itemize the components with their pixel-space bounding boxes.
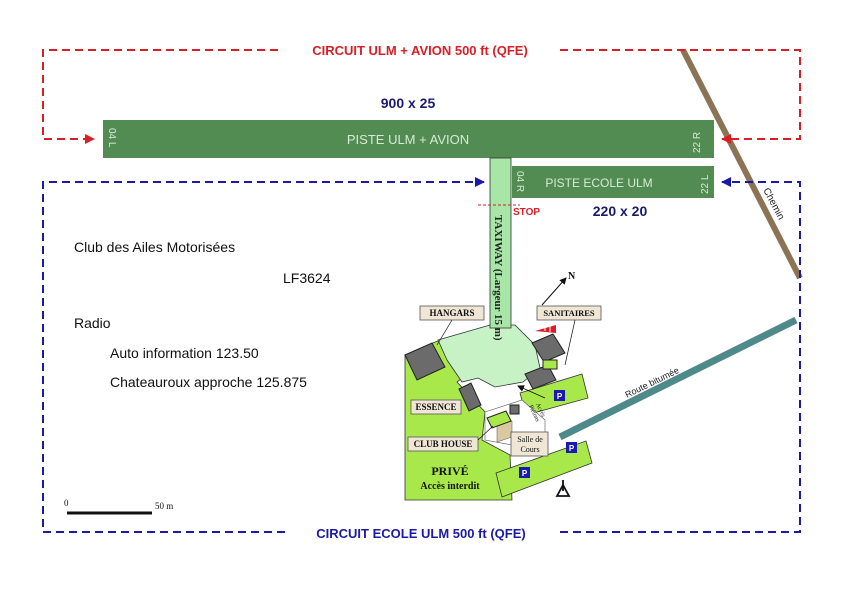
hangars-leader <box>436 319 453 346</box>
beacon-icon <box>555 480 571 497</box>
club-house-label-box <box>407 436 479 452</box>
small-building-right <box>524 364 557 390</box>
scale-end-label: 50 m <box>155 501 173 511</box>
taxiway-label: TAXIWAY (Largeur 15 m) <box>492 215 504 341</box>
prive-label: PRIVÉ <box>431 464 468 478</box>
school-runway-end-right: 22 L <box>700 174 711 194</box>
club-house-label: CLUB HOUSE <box>414 439 473 449</box>
salle-label-line1: Salle de <box>517 435 543 444</box>
sanitaires-label: SANITAIRES <box>543 308 595 318</box>
school-runway-dimensions: 220 x 20 <box>593 203 648 219</box>
essence-label: ESSENCE <box>415 402 456 412</box>
salle-label-line2: Cours <box>520 445 539 454</box>
airfield-code: LF3624 <box>283 270 331 286</box>
approach-frequency: Chateauroux approche 125.875 <box>110 374 307 390</box>
lower-circuit-line-right <box>560 177 801 533</box>
svg-text:P: P <box>557 392 563 401</box>
parking-icon: P <box>519 467 530 478</box>
upper-circuit-line <box>42 49 278 144</box>
radio-title: Radio <box>74 315 111 331</box>
green-strip-lower <box>495 440 593 498</box>
stop-label: STOP <box>513 207 540 218</box>
acces-pietons-line1: Accès <box>534 402 546 418</box>
school-runway <box>512 166 714 198</box>
taxiway <box>489 157 512 329</box>
club-name: Club des Ailes Motorisées <box>74 239 236 255</box>
pedestrian-arrow-icon <box>517 385 546 399</box>
parking-icon: P <box>566 442 577 453</box>
auto-information-frequency: Auto information 123.50 <box>110 345 259 361</box>
upper-circuit-line-right <box>560 49 801 144</box>
sanitaires-annex <box>542 359 558 370</box>
sanitaires-building <box>531 333 566 363</box>
windsock-icon <box>535 324 556 333</box>
upper-circuit-label: CIRCUIT ULM + AVION 500 ft (QFE) <box>312 43 528 58</box>
chemin-path <box>680 48 803 280</box>
lower-circuit-label: CIRCUIT ECOLE ULM 500 ft (QFE) <box>316 526 525 541</box>
north-label: N <box>568 271 576 282</box>
acces-interdit-label: Accès interdit <box>420 481 480 492</box>
main-runway-end-right: 22 R <box>692 132 703 153</box>
main-runway-end-left: 04 L <box>106 128 117 148</box>
school-runway-end-left: 04 R <box>514 171 525 192</box>
essence-label-box <box>410 399 462 415</box>
club-house-leader <box>477 425 494 441</box>
lower-circuit-line <box>42 177 485 533</box>
hangars-label: HANGARS <box>429 308 474 318</box>
hangar-building-left <box>404 342 446 381</box>
main-runway <box>103 120 714 158</box>
sanitaires-leader <box>564 319 576 366</box>
school-runway-label: PISTE ECOLE ULM <box>545 176 652 190</box>
north-arrow-icon <box>541 277 567 306</box>
svg-text:P: P <box>522 469 528 478</box>
building-near-essence <box>458 382 482 412</box>
main-runway-dimensions: 900 x 25 <box>381 95 436 111</box>
main-runway-label: PISTE ULM + AVION <box>347 132 469 147</box>
salle-label-box <box>510 431 549 457</box>
parking-icon: P <box>554 390 565 401</box>
scale-start-label: 0 <box>64 498 69 508</box>
small-shed <box>509 404 520 415</box>
route-bitumee <box>558 316 798 441</box>
sanitaires-label-box <box>536 305 602 321</box>
club-house-building <box>486 410 512 429</box>
svg-text:P: P <box>569 444 575 453</box>
